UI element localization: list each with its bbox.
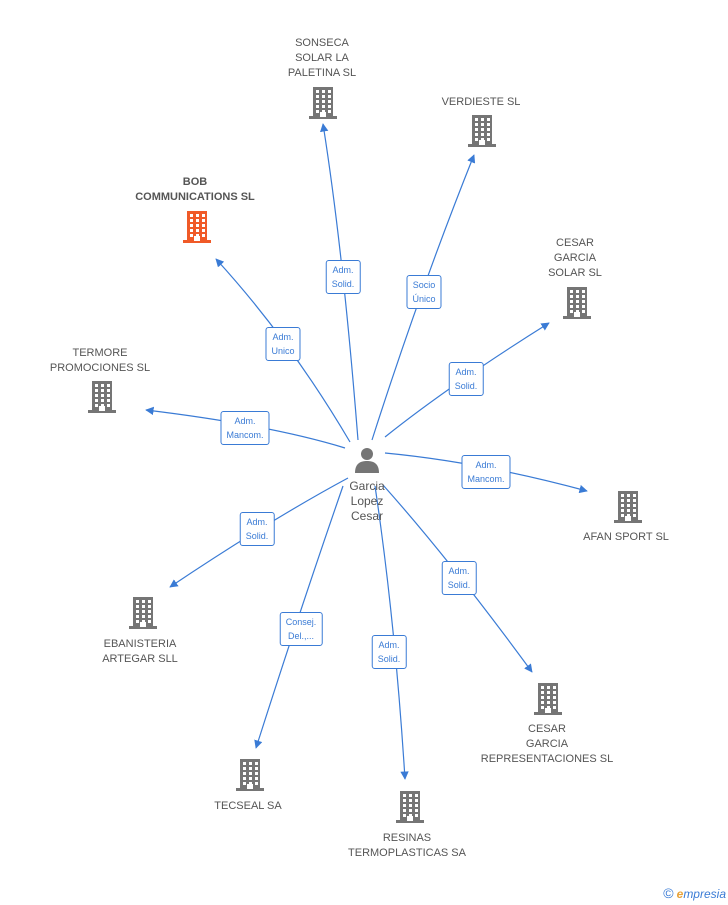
edge-resinas xyxy=(374,485,409,780)
building-icon[interactable] xyxy=(612,489,644,528)
company-label-cesar-repr[interactable]: CESAR GARCIA REPRESENTACIONES SL xyxy=(480,723,614,765)
center-person-name[interactable]: Garcia Lopez Cesar xyxy=(349,479,384,524)
center-name-line-1: Garcia xyxy=(349,479,385,493)
company-label-verdieste[interactable]: VERDIESTE SL xyxy=(441,96,521,108)
company-label-sonseca[interactable]: SONSECA SOLAR LA PALETINA SL xyxy=(287,37,357,79)
building-icon[interactable] xyxy=(307,85,339,124)
company-label-ebanisteria[interactable]: EBANISTERIA ARTEGAR SLL xyxy=(102,638,178,665)
center-name-line-3: Cesar xyxy=(350,509,383,523)
building-icon[interactable] xyxy=(86,379,118,418)
company-label-bob[interactable]: BOB COMMUNICATIONS SL xyxy=(135,176,255,203)
edge-label-sonseca[interactable]: Adm. Solid. xyxy=(325,260,361,294)
building-icon[interactable] xyxy=(561,285,593,324)
edge-label-bob[interactable]: Adm. Unico xyxy=(265,327,301,361)
edge-label-verdieste[interactable]: Socio Único xyxy=(406,275,442,309)
edge-label-ebanisteria[interactable]: Adm. Solid. xyxy=(239,512,275,546)
person-icon[interactable] xyxy=(353,445,381,478)
building-icon[interactable] xyxy=(466,113,498,152)
edge-label-cesar-repr[interactable]: Adm. Solid. xyxy=(441,561,477,595)
building-icon[interactable] xyxy=(394,789,426,828)
edge-label-termore[interactable]: Adm. Mancom. xyxy=(220,411,270,445)
center-name-line-2: Lopez xyxy=(350,494,384,508)
edge-label-tecseal[interactable]: Consej. Del.,... xyxy=(279,612,323,646)
company-label-tecseal[interactable]: TECSEAL SA xyxy=(214,800,282,812)
copyright-icon: © xyxy=(663,885,674,901)
building-icon[interactable] xyxy=(532,681,564,720)
company-label-resinas[interactable]: RESINAS TERMOPLASTICAS SA xyxy=(348,832,466,859)
building-icon[interactable] xyxy=(181,209,213,248)
building-icon[interactable] xyxy=(127,595,159,634)
edge-label-afan[interactable]: Adm. Mancom. xyxy=(461,455,511,489)
company-label-termore[interactable]: TERMORE PROMOCIONES SL xyxy=(49,347,151,374)
edge-label-cesar-solar[interactable]: Adm. Solid. xyxy=(448,362,484,396)
brand-logo-text: mpresia xyxy=(683,887,726,901)
brand-logo-e: e xyxy=(676,887,684,901)
company-label-afan[interactable]: AFAN SPORT SL xyxy=(583,531,669,543)
brand-footer: ©empresia xyxy=(663,885,726,901)
company-label-cesar-solar[interactable]: CESAR GARCIA SOLAR SL xyxy=(548,237,602,279)
edge-label-resinas[interactable]: Adm. Solid. xyxy=(371,635,407,669)
building-icon[interactable] xyxy=(234,757,266,796)
